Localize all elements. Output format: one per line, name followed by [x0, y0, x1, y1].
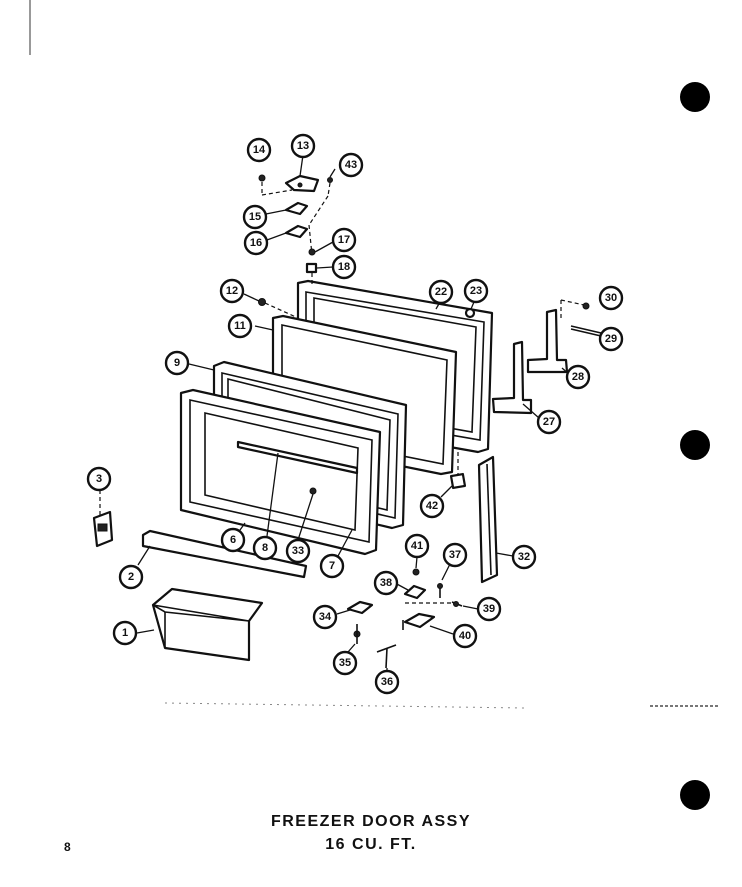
binder-hole-bottom — [680, 780, 710, 810]
part-2-trim-bar — [141, 529, 308, 579]
svg-text:15: 15 — [249, 211, 261, 223]
svg-text:38: 38 — [380, 577, 392, 589]
part-42-block — [449, 472, 467, 490]
part-35-screw — [353, 624, 361, 644]
callout-15: 15 — [242, 204, 268, 230]
part-3-clip — [92, 490, 114, 548]
callout-12: 12 — [219, 278, 245, 304]
callout-9: 9 — [164, 350, 190, 376]
callout-37: 37 — [442, 542, 468, 568]
callout-2: 2 — [118, 564, 144, 590]
svg-text:43: 43 — [345, 159, 357, 171]
svg-text:40: 40 — [459, 630, 471, 642]
part-41-washer — [412, 568, 420, 576]
svg-text:16: 16 — [250, 237, 262, 249]
page-number: 8 — [64, 840, 71, 854]
callout-39: 39 — [476, 596, 502, 622]
callout-6: 6 — [220, 527, 246, 553]
svg-text:17: 17 — [338, 234, 350, 246]
callout-41: 41 — [404, 533, 430, 559]
part-28-hinge-bracket — [526, 308, 569, 374]
callout-1: 1 — [112, 620, 138, 646]
part-13-hinge — [284, 174, 320, 193]
part-8-shelf-bar — [236, 440, 359, 475]
callout-38: 38 — [373, 570, 399, 596]
part-34-hinge-plate — [346, 600, 374, 615]
callout-36: 36 — [374, 669, 400, 695]
callout-17: 17 — [331, 227, 357, 253]
part-16-hinge-plate — [284, 224, 309, 239]
callout-28: 28 — [565, 364, 591, 390]
print-artifact-line — [164, 702, 526, 709]
svg-text:42: 42 — [426, 500, 438, 512]
svg-text:12: 12 — [226, 285, 238, 297]
callout-40: 40 — [452, 623, 478, 649]
callout-34: 34 — [312, 604, 338, 630]
part-40-hinge-bracket — [402, 612, 436, 630]
part-6-door-liner — [179, 388, 382, 556]
callout-42: 42 — [419, 493, 445, 519]
binder-hole-top — [680, 82, 710, 112]
part-15-hinge-plate — [284, 201, 309, 216]
diagram-title: FREEZER DOOR ASSY — [270, 813, 472, 830]
part-27-hinge-bracket — [491, 340, 533, 415]
svg-text:27: 27 — [543, 416, 555, 428]
callout-23: 23 — [463, 278, 489, 304]
svg-text:6: 6 — [230, 534, 236, 546]
part-37-screw — [437, 583, 443, 598]
svg-text:14: 14 — [253, 144, 266, 156]
callout-7: 7 — [319, 553, 345, 579]
svg-text:13: 13 — [297, 140, 309, 152]
callout-35: 35 — [332, 650, 358, 676]
svg-text:2: 2 — [128, 571, 134, 583]
callout-13: 13 — [290, 133, 316, 159]
callout-14: 14 — [246, 137, 272, 163]
svg-text:39: 39 — [483, 603, 495, 615]
svg-text:28: 28 — [572, 371, 584, 383]
callout-33: 33 — [285, 538, 311, 564]
diagram-subtitle: 16 CU. FT. — [325, 836, 417, 853]
svg-text:23: 23 — [470, 285, 482, 297]
svg-text:37: 37 — [449, 549, 461, 561]
svg-text:34: 34 — [319, 611, 332, 623]
callout-3: 3 — [86, 466, 112, 492]
callout-22: 22 — [428, 279, 454, 305]
callout-29: 29 — [598, 326, 624, 352]
callout-11: 11 — [227, 313, 253, 339]
part-38-hinge — [403, 584, 427, 600]
callout-18: 18 — [331, 254, 357, 280]
callout-16: 16 — [243, 230, 269, 256]
svg-text:8: 8 — [262, 542, 268, 554]
part-1-bin — [151, 587, 264, 662]
svg-text:35: 35 — [339, 657, 351, 669]
svg-text:32: 32 — [518, 551, 530, 563]
svg-text:30: 30 — [605, 292, 617, 304]
binder-hole-middle — [680, 430, 710, 460]
svg-text:33: 33 — [292, 545, 304, 557]
part-29-pin — [570, 325, 602, 334]
callout-43: 43 — [338, 152, 364, 178]
part-39-screw — [451, 601, 463, 607]
part-32-trim-strip — [477, 455, 499, 584]
svg-text:22: 22 — [435, 286, 447, 298]
part-36-hinge-pin — [376, 644, 397, 669]
svg-text:36: 36 — [381, 676, 393, 688]
callout-27: 27 — [536, 409, 562, 435]
svg-text:11: 11 — [234, 320, 246, 332]
svg-text:7: 7 — [329, 560, 335, 572]
svg-text:41: 41 — [411, 540, 423, 552]
svg-text:9: 9 — [174, 357, 180, 369]
svg-text:18: 18 — [338, 261, 350, 273]
svg-text:29: 29 — [605, 333, 617, 345]
svg-text:1: 1 — [122, 627, 128, 639]
callout-8: 8 — [252, 535, 278, 561]
callout-32: 32 — [511, 544, 537, 570]
callout-30: 30 — [598, 285, 624, 311]
svg-text:3: 3 — [96, 473, 102, 485]
